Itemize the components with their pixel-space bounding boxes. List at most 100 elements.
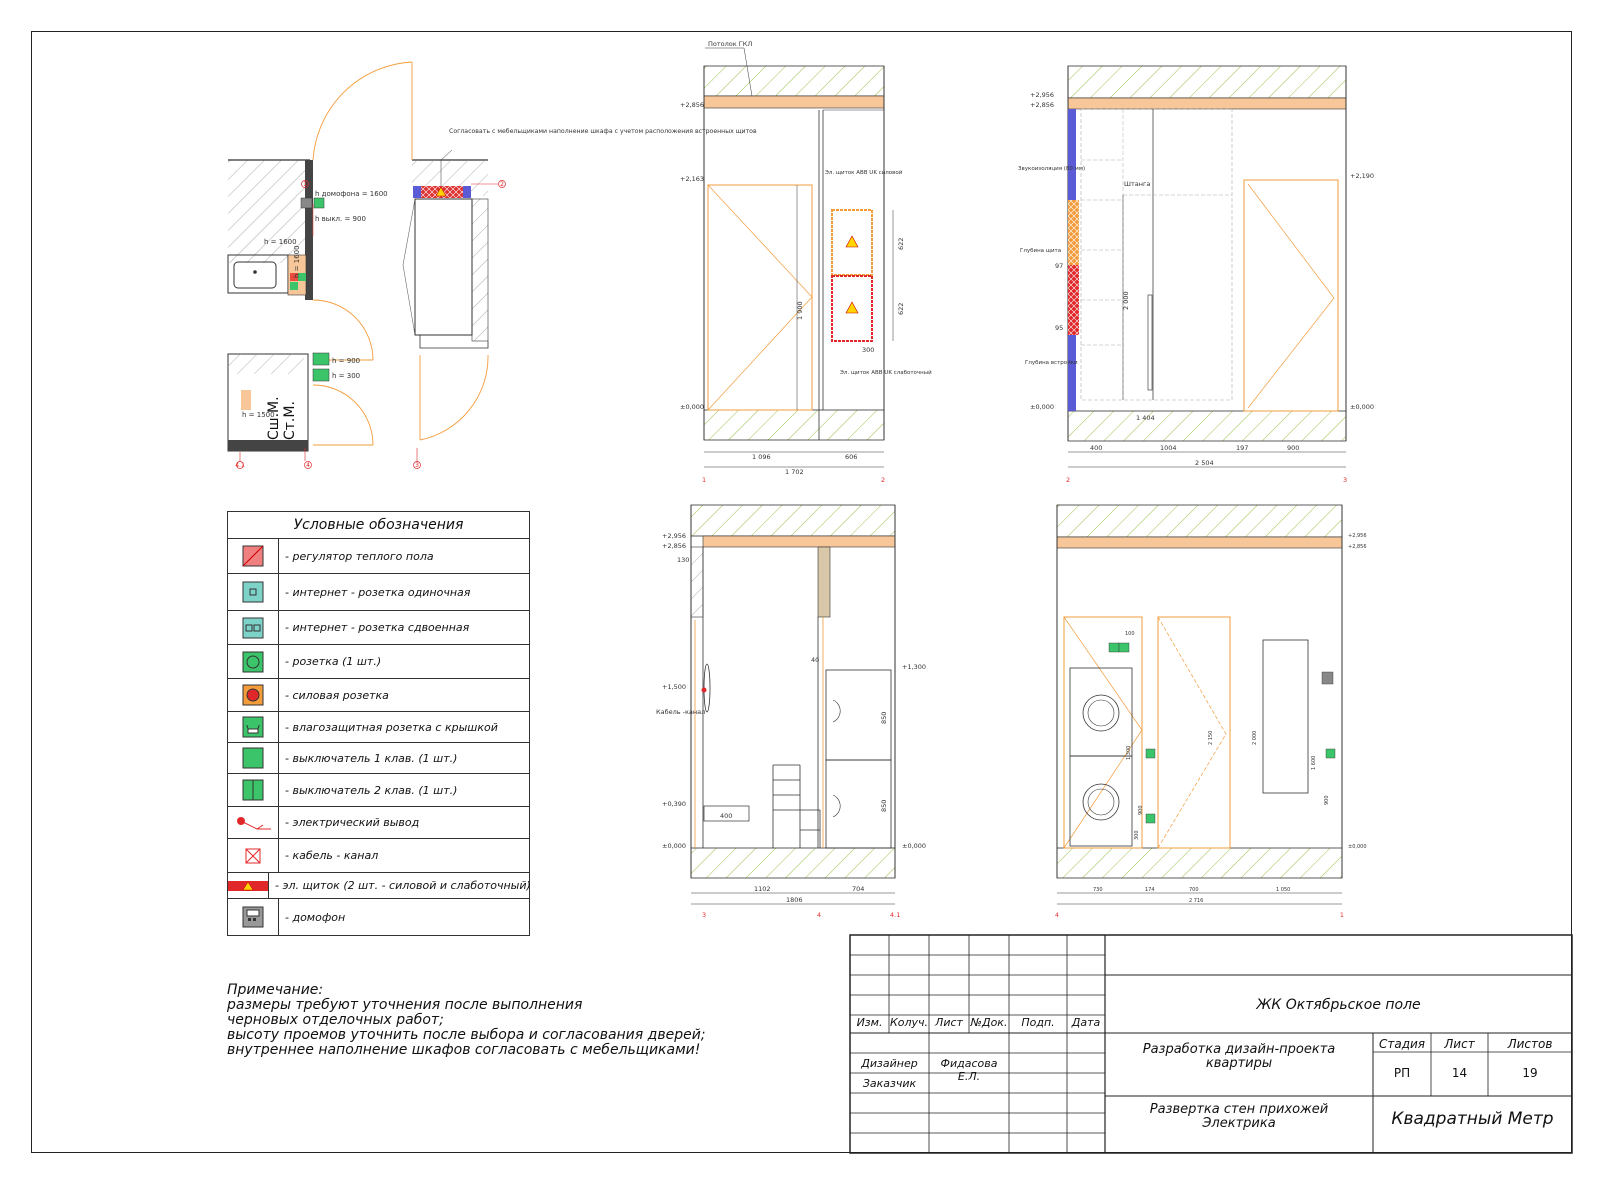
e3-dim-130: 130 (677, 556, 689, 564)
work-line: Разработка дизайн-проекта (1142, 1042, 1336, 1057)
e1-dim-622a: 622 (897, 238, 905, 250)
power-socket-icon (242, 684, 264, 706)
legend-row: - интернет - розетка одиночная (228, 574, 529, 611)
e3-dim-1806: 1806 (786, 896, 803, 904)
e4-dim-2000: 2 000 (1252, 731, 1258, 745)
col-data: Дата (1071, 1016, 1101, 1029)
e3-ax-mid: 4 (817, 911, 821, 919)
e4-lvl-zero: ±0,000 (1348, 844, 1367, 850)
plan-h-switch: h выкл. = 900 (315, 215, 366, 223)
title-block (849, 934, 1573, 1154)
legend-label: - электрический вывод (285, 816, 420, 829)
e3-dim-400: 400 (720, 812, 732, 820)
legend-row: - розетка (1 шт.) (228, 645, 529, 679)
col-list: Лист (935, 1016, 963, 1029)
floor-plan: Согласовать с мебельщиками наполнение шк… (227, 61, 757, 469)
plan-appliance-1: Сш.М. (266, 396, 282, 440)
e1-lvl-top: +2,856 (680, 101, 704, 109)
legend-row: - влагозащитная розетка с крышкой (228, 712, 529, 743)
e2-dim-2504: 2 504 (1195, 459, 1214, 467)
plan-h-900: h = 900 (332, 357, 360, 365)
plan-h-1500: h = 1500 (242, 411, 275, 419)
e4-dim-174: 174 (1145, 887, 1155, 893)
plan-h-300: h = 300 (332, 372, 360, 380)
sheet-title: Развертка стен прихожей Электрика (1105, 1103, 1373, 1131)
e3-dim-850a: 850 (880, 712, 888, 724)
plan-note-line: Согласовать с мебельщиками наполнение шк… (449, 127, 757, 135)
e2-dim-900: 900 (1287, 444, 1299, 452)
note-title: Примечание: (227, 982, 324, 998)
e1-ax-left: 1 (702, 476, 706, 484)
h-sheets: Листов (1507, 1037, 1553, 1051)
e4-dim-900: 900 (1138, 805, 1144, 815)
e3-lvl-zero-r: ±0,000 (902, 842, 926, 850)
legend-row: - выключатель 2 клав. (1 шт.) (228, 774, 529, 807)
e3-dim-1102: 1102 (754, 885, 771, 893)
legend-title: Условные обозначения (228, 512, 529, 539)
legend-row: - домофон (228, 899, 529, 935)
legend-row: - регулятор теплого пола (228, 539, 529, 574)
work-title: Разработка дизайн-проекта квартиры (1105, 1043, 1373, 1071)
legend-label: - интернет - розетка одиночная (285, 585, 471, 599)
e4-dim-2150: 2 150 (1208, 731, 1214, 745)
e3-dim-850b: 850 (880, 800, 888, 812)
role-customer: Заказчик (862, 1077, 917, 1090)
elevation-2: +2,956 +2,856 ±0,000 +2,190 ±0,000 Звуко… (1018, 65, 1374, 484)
legend-table: Условные обозначения - регулятор теплого… (227, 511, 531, 936)
e2-dim-197: 197 (1236, 444, 1248, 452)
legend-label: - силовая розетка (285, 688, 389, 702)
legend-label: - влагозащитная розетка с крышкой (285, 720, 498, 734)
plan-h-1600b: h = 1600 (293, 245, 301, 278)
project-name: ЖК Октябрьское поле (1256, 997, 1421, 1013)
e2-lvl-zero: ±0,000 (1030, 403, 1054, 411)
internet-socket-double-icon (242, 617, 264, 638)
e4-dim-1300: 1 300 (1126, 746, 1132, 760)
elevation-1: Потолок ГКЛ +2,856 +2,163 ±0,000 Эл. щит… (680, 40, 932, 484)
elevation-4: +2,956 +2,856 ±0,000 100 1 300 900 300 2… (1055, 504, 1367, 919)
note-line: черновых отделочных работ; (227, 1012, 444, 1028)
e1-dim-606: 606 (845, 453, 857, 461)
col-izm: Изм. (856, 1016, 883, 1029)
e4-dim-100: 100 (1125, 631, 1135, 637)
intercom-icon (242, 906, 264, 928)
title-block-text: Изм. Колуч. Лист №Док. Подп. Дата Дизайн… (850, 935, 1572, 1153)
e2-dim-2000: 2 000 (1122, 291, 1130, 310)
e4-lvl-2956: +2,956 (1348, 533, 1367, 539)
floor-heating-regulator-icon (242, 545, 264, 567)
note-line: высоту проемов уточнить после выбора и с… (227, 1027, 706, 1043)
legend-label: - эл. щиток (2 шт. - силовой и слаботочн… (275, 879, 531, 892)
col-koluch: Колуч. (889, 1016, 929, 1029)
legend-row: - кабель - канал (228, 839, 529, 873)
note-line: размеры требуют уточнения после выполнен… (227, 997, 583, 1013)
e2-rod: Штанга (1124, 180, 1150, 188)
e3-lvl-1500: +1,500 (662, 683, 686, 691)
legend-label: - выключатель 1 клав. (1 шт.) (285, 751, 458, 765)
sheet-value: 14 (1451, 1066, 1468, 1080)
internet-socket-single-icon (242, 581, 264, 603)
h-stage: Стадия (1378, 1037, 1426, 1051)
legend-row: - электрический вывод (228, 807, 529, 839)
switch-1-key-icon (242, 747, 264, 769)
e4-dim-1050: 1 050 (1276, 887, 1290, 893)
drawing-frame (31, 31, 1572, 1153)
e4-lvl-2856: +2,856 (1348, 544, 1367, 550)
legend-label: - выключатель 2 клав. (1 шт.) (285, 783, 458, 797)
note-line: внутреннее наполнение шкафов согласовать… (227, 1042, 701, 1058)
plan-marker: 4.1 (235, 462, 245, 469)
e3-lvl-390: +0,390 (662, 800, 686, 808)
e2-lvl-2856: +2,856 (1030, 101, 1054, 109)
e2-depth-97: 97 (1055, 262, 1063, 270)
sheets-value: 19 (1522, 1066, 1538, 1080)
e1-dim-h: 1 900 (796, 301, 804, 320)
e4-dim-300: 300 (1134, 830, 1140, 840)
e1-lvl-door: +2,163 (680, 175, 704, 183)
work-line: квартиры (1205, 1056, 1273, 1071)
legend-row: - выключатель 1 клав. (1 шт.) (228, 743, 529, 774)
e2-dim-1404: 1 404 (1136, 414, 1155, 422)
waterproof-socket-icon (242, 716, 264, 738)
e4-dim-900b: 900 (1324, 795, 1330, 805)
sheet-title-line: Электрика (1202, 1116, 1276, 1131)
cable-channel-icon (245, 848, 261, 863)
electric-panel-icon (228, 880, 268, 891)
sheet-title-line: Развертка стен прихожей (1149, 1102, 1329, 1117)
